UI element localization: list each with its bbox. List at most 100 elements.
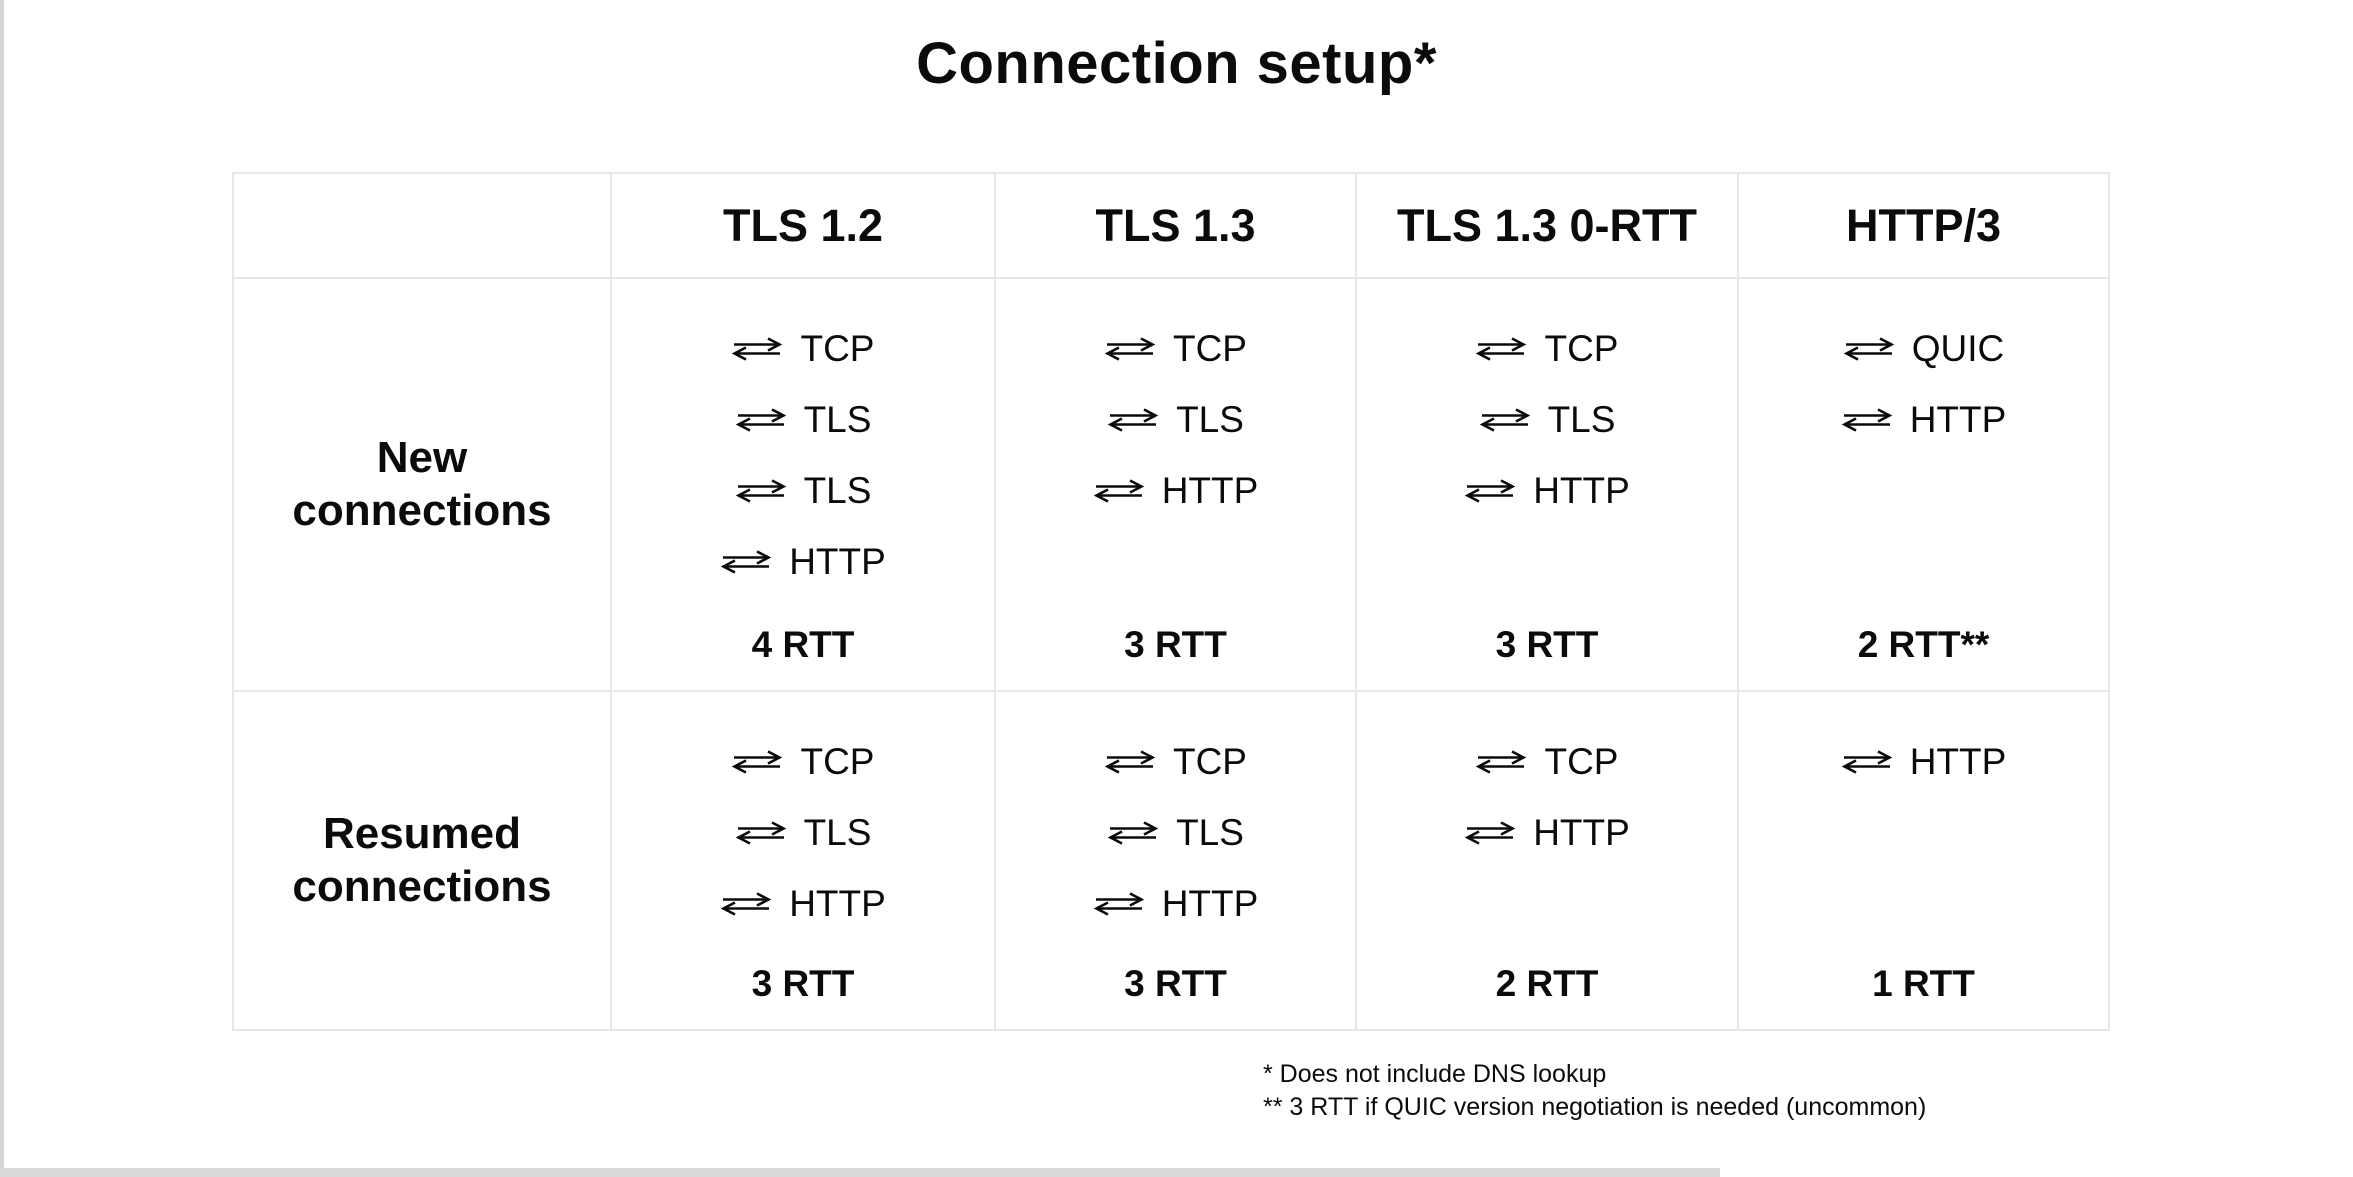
rtt-total: 4 RTT [751, 624, 855, 665]
round-trip-step: HTTP [1464, 455, 1630, 526]
protocol-label: HTTP [789, 540, 886, 582]
window-left-edge [0, 0, 4, 1177]
rtt-total: 2 RTT [1495, 963, 1599, 1004]
round-trip-step: TLS [735, 797, 872, 868]
cell-new-connections-tls-1-3-0-rtt: TCP TLS HTTP 3 RTT [1355, 277, 1737, 690]
protocol-label: HTTP [1533, 469, 1630, 511]
round-trip-step: TCP [731, 313, 874, 384]
protocol-label: TLS [803, 469, 872, 511]
round-trip-arrows-icon [1464, 478, 1516, 503]
footnotes: * Does not include DNS lookup ** 3 RTT i… [1263, 1058, 1926, 1124]
rtt-total: 2 RTT** [1857, 624, 1990, 665]
round-trip-steps: TCP TLS HTTP [720, 726, 886, 939]
round-trip-arrows-icon [735, 478, 786, 503]
round-trip-arrows-icon [1476, 336, 1527, 361]
round-trip-steps: TCP TLS HTTP [1093, 313, 1258, 526]
row-label-text: New connections [292, 432, 552, 535]
round-trip-arrows-icon [1464, 820, 1516, 845]
protocol-label: TLS [803, 811, 872, 853]
round-trip-step: HTTP [1093, 868, 1259, 939]
round-trip-steps: TCP TLS TLS HTTP [720, 313, 886, 597]
protocol-label: TCP [1544, 740, 1619, 782]
slide-title: Connection setup* [916, 31, 1437, 96]
round-trip-step: HTTP [720, 868, 886, 939]
round-trip-arrows-icon [1093, 478, 1144, 503]
cell-new-connections-tls-1-2: TCP TLS TLS HTTP 4 RTT [610, 277, 994, 690]
protocol-label: TLS [1176, 398, 1244, 440]
round-trip-step: TLS [1107, 384, 1244, 455]
round-trip-arrows-icon [1841, 749, 1892, 774]
round-trip-steps: TCP HTTP [1464, 726, 1630, 868]
protocol-label: TCP [1544, 327, 1619, 369]
protocol-label: HTTP [1161, 882, 1259, 924]
round-trip-arrows-icon [1093, 891, 1144, 916]
column-header-blank [234, 174, 610, 277]
round-trip-step: TCP [1475, 726, 1618, 797]
protocol-label: TCP [800, 740, 875, 782]
round-trip-arrows-icon [720, 891, 772, 916]
round-trip-arrows-icon [732, 749, 783, 774]
round-trip-step: TCP [1104, 726, 1247, 797]
round-trip-arrows-icon [1843, 336, 1895, 361]
round-trip-step: TLS [1107, 797, 1244, 868]
round-trip-arrows-icon [1104, 336, 1156, 361]
cell-resumed-connections-tls-1-2: TCP TLS HTTP 3 RTT [610, 690, 994, 1029]
cell-new-connections-http-3: QUIC HTTP 2 RTT** [1737, 277, 2108, 690]
footnote-dns: * Does not include DNS lookup [1263, 1060, 1607, 1088]
footnote-quic: ** 3 RTT if QUIC version negotiation is … [1263, 1093, 1927, 1121]
round-trip-step: QUIC [1843, 313, 2005, 384]
row-label-text: Resumed connections [292, 808, 552, 911]
round-trip-step: HTTP [1841, 726, 2007, 797]
rtt-total: 3 RTT [1124, 624, 1227, 665]
round-trip-step: TLS [1479, 384, 1616, 455]
row-label-resumed-connections: Resumed connections [234, 690, 610, 1029]
round-trip-arrows-icon [1107, 407, 1159, 432]
protocol-label: TCP [800, 327, 875, 369]
rtt-total: 3 RTT [1495, 624, 1599, 665]
cell-resumed-connections-tls-1-3: TCP TLS HTTP 3 RTT [994, 690, 1355, 1029]
protocol-label: TCP [1172, 740, 1247, 782]
protocol-label: HTTP [789, 882, 886, 924]
round-trip-steps: QUIC HTTP [1841, 313, 2007, 455]
round-trip-arrows-icon [1107, 820, 1159, 845]
round-trip-step: HTTP [1093, 455, 1258, 526]
round-trip-arrows-icon [732, 336, 783, 361]
protocol-label: QUIC [1911, 327, 2005, 369]
protocol-label: TLS [1176, 811, 1244, 853]
protocol-label: TLS [1547, 398, 1616, 440]
round-trip-step: TCP [1104, 313, 1247, 384]
round-trip-step: TCP [1475, 313, 1618, 384]
protocol-label: TLS [803, 398, 872, 440]
round-trip-arrows-icon [1479, 407, 1530, 432]
cell-new-connections-tls-1-3: TCP TLS HTTP 3 RTT [994, 277, 1355, 690]
round-trip-steps: TCP TLS HTTP [1093, 726, 1259, 939]
protocol-label: HTTP [1533, 811, 1630, 853]
round-trip-step: TCP [731, 726, 874, 797]
column-header-tls-1-3: TLS 1.3 [994, 174, 1355, 277]
comparison-table: TLS 1.2 TLS 1.3 TLS 1.3 0-RTT HTTP/3 New… [232, 172, 2110, 1031]
round-trip-arrows-icon [735, 820, 786, 845]
round-trip-step: HTTP [1841, 384, 2007, 455]
round-trip-steps: HTTP [1841, 726, 2007, 797]
row-label-new-connections: New connections [234, 277, 610, 690]
rtt-total: 3 RTT [1124, 963, 1227, 1004]
round-trip-arrows-icon [720, 549, 772, 574]
round-trip-steps: TCP TLS HTTP [1464, 313, 1630, 526]
cell-resumed-connections-tls-1-3-0-rtt: TCP HTTP 2 RTT [1355, 690, 1737, 1029]
rtt-total: 3 RTT [751, 963, 855, 1004]
protocol-label: TCP [1172, 327, 1247, 369]
column-header-http-3: HTTP/3 [1737, 174, 2108, 277]
column-header-tls-1-3-0-rtt: TLS 1.3 0-RTT [1355, 174, 1737, 277]
round-trip-step: HTTP [720, 526, 886, 597]
column-header-tls-1-2: TLS 1.2 [610, 174, 994, 277]
round-trip-arrows-icon [1841, 407, 1892, 432]
protocol-label: HTTP [1909, 740, 2007, 782]
round-trip-step: TLS [735, 455, 872, 526]
round-trip-arrows-icon [1104, 749, 1156, 774]
window-bottom-edge [0, 1168, 1720, 1177]
round-trip-step: TLS [735, 384, 872, 455]
round-trip-step: HTTP [1464, 797, 1630, 868]
round-trip-arrows-icon [735, 407, 786, 432]
protocol-label: HTTP [1909, 398, 2007, 440]
